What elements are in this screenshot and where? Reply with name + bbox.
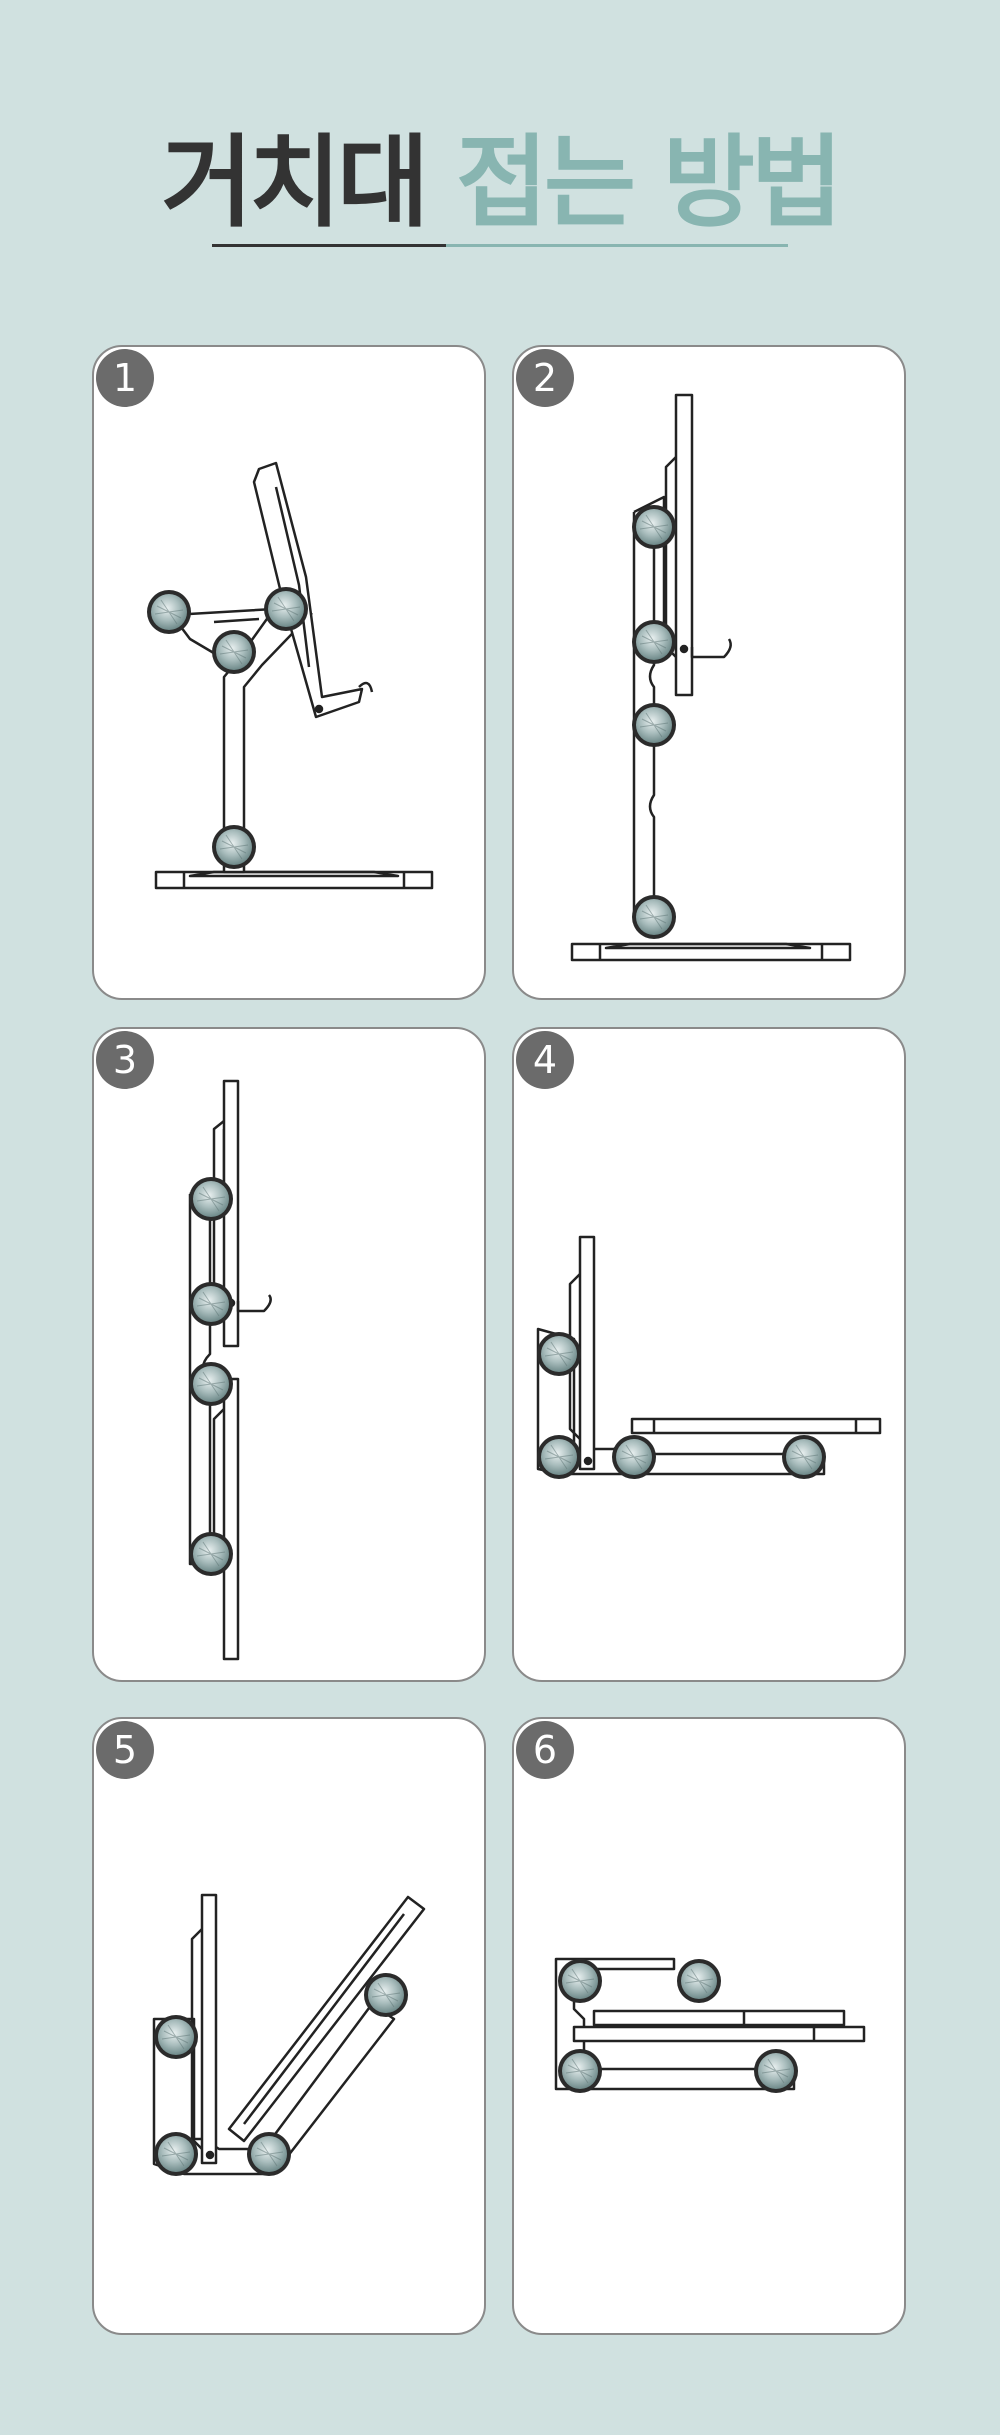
step-card-1: 1 [92,345,486,1000]
title-underline-light [446,244,788,247]
stand-illustration-step-6 [554,1957,866,2094]
stand-illustration-step-2 [570,393,852,962]
title-light-part: 접는 방법 [456,124,843,241]
stand-illustration-step-1 [146,461,434,890]
step-number-badge: 4 [516,1031,574,1089]
step-card-4: 4 [512,1027,906,1682]
stand-illustration-step-5 [152,1893,426,2177]
title-underline-dark [212,244,446,247]
step-card-3: 3 [92,1027,486,1682]
step-number-badge: 1 [96,349,154,407]
page-title: 거치대 접는 방법 [0,128,1000,238]
step-number-badge: 3 [96,1031,154,1089]
stand-illustration-step-3 [188,1079,272,1661]
step-card-5: 5 [92,1717,486,2335]
step-number-badge: 2 [516,349,574,407]
step-card-2: 2 [512,345,906,1000]
step-card-6: 6 [512,1717,906,2335]
title-dark-part: 거치대 [161,124,429,241]
step-number-badge: 6 [516,1721,574,1779]
stand-illustration-step-4 [536,1235,882,1480]
step-number-badge: 5 [96,1721,154,1779]
